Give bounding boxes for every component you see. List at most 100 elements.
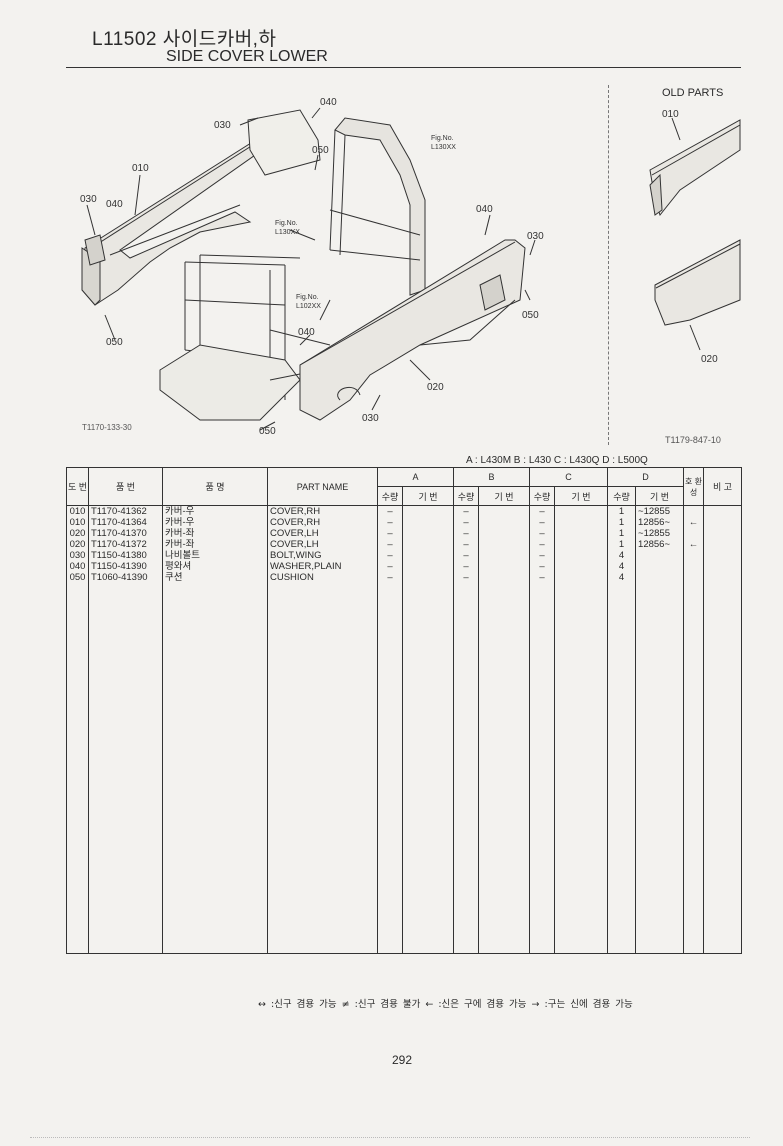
fig-ref-label: Fig.No.	[296, 294, 319, 301]
cell-compat: ←	[683, 539, 705, 550]
col-header-serial: 기 번	[401, 486, 455, 506]
callout-050: 050	[106, 337, 123, 348]
cell-name: BOLT,WING	[267, 550, 378, 561]
col-header-model-b: B	[453, 467, 531, 487]
cell-a-qty: –	[377, 561, 403, 572]
cell-a-ser	[401, 528, 455, 539]
fig-ref-number: L130XX	[431, 144, 456, 151]
cell-name-kr: 나비볼트	[162, 550, 268, 561]
callout-040: 040	[106, 199, 123, 210]
cell-c-ser	[554, 539, 609, 550]
cell-part-no: T1170-41362	[88, 505, 163, 517]
cell-remarks	[703, 550, 743, 561]
cell-name: COVER,LH	[267, 528, 378, 539]
cell-no: 050	[66, 572, 89, 583]
cell-c-qty: –	[529, 517, 556, 528]
cell-d-ser	[635, 561, 685, 572]
col-header-qty: 수량	[607, 486, 637, 506]
fig-ref-number: L102XX	[296, 303, 321, 310]
cell-d-qty: 1	[607, 539, 637, 550]
cell-c-ser	[554, 550, 609, 561]
callout-040: 040	[298, 327, 315, 338]
cell-c-qty: –	[529, 505, 556, 517]
col-header-part-name-kr: 품 명	[162, 467, 268, 506]
cell-remarks	[703, 528, 743, 539]
col-header-qty: 수량	[529, 486, 556, 506]
cell-a-qty: –	[377, 517, 403, 528]
cell-b-ser	[478, 539, 531, 550]
title-divider	[66, 67, 741, 68]
cell-c-ser	[554, 561, 609, 572]
cell-d-ser: ~12855	[635, 505, 685, 517]
cell-d-ser	[635, 572, 685, 583]
cell-compat	[683, 550, 705, 561]
col-header-no: 도 번	[66, 467, 89, 506]
cell-b-ser	[478, 528, 531, 539]
cell-a-ser	[401, 550, 455, 561]
cell-d-ser: 12856~	[635, 539, 685, 550]
callout-040: 040	[320, 97, 337, 108]
exploded-parts-diagram: 010 030 040 050 030 040 050 040 030 050 …	[80, 97, 741, 437]
cell-c-qty: –	[529, 561, 556, 572]
callout-030: 030	[527, 231, 544, 242]
cell-part-no: T1150-41390	[88, 561, 163, 572]
cell-a-qty: –	[377, 539, 403, 550]
page-number: 292	[392, 1053, 413, 1067]
cell-c-qty: –	[529, 550, 556, 561]
cell-name-kr: 카버-좌	[162, 528, 268, 539]
cell-part-no: T1170-41372	[88, 539, 163, 550]
fig-ref-label: Fig.No.	[275, 220, 298, 227]
callout-030: 030	[80, 194, 97, 205]
bottom-divider	[30, 1137, 750, 1139]
cell-name: CUSHION	[267, 572, 378, 583]
old-parts-divider	[608, 85, 609, 445]
cell-a-ser	[401, 561, 455, 572]
cell-remarks	[703, 561, 743, 572]
cell-b-qty: –	[453, 505, 480, 517]
cell-c-qty: –	[529, 539, 556, 550]
page-code-title: L11502 사이드카버,하	[92, 29, 277, 50]
callout-020: 020	[427, 382, 444, 393]
cell-b-ser	[478, 505, 531, 517]
cell-no: 020	[66, 539, 89, 550]
col-header-model-d: D	[607, 467, 685, 487]
cell-remarks	[703, 517, 743, 528]
cell-no: 040	[66, 561, 89, 572]
callout-050: 050	[259, 426, 276, 437]
callout-050: 050	[312, 145, 329, 156]
callout-040: 040	[476, 204, 493, 215]
cell-no: 020	[66, 528, 89, 539]
cell-d-ser: ~12855	[635, 528, 685, 539]
cell-no: 010	[66, 505, 89, 517]
model-legend: A : L430M B : L430 C : L430Q D : L500Q	[466, 455, 648, 466]
cell-part-no: T1060-41390	[88, 572, 163, 583]
fig-ref-label: Fig.No.	[431, 135, 454, 142]
callout-030: 030	[362, 413, 379, 424]
cell-name: WASHER,PLAIN	[267, 561, 378, 572]
cell-remarks	[703, 505, 743, 517]
cell-c-ser	[554, 528, 609, 539]
callout-010: 010	[132, 163, 149, 174]
cell-name-kr: 카버-좌	[162, 539, 268, 550]
cell-name-kr: 카버-우	[162, 505, 268, 517]
cell-c-ser	[554, 572, 609, 583]
cell-a-ser	[401, 517, 455, 528]
cell-name-kr: 카버-우	[162, 517, 268, 528]
cell-part-no: T1170-41364	[88, 517, 163, 528]
cell-d-ser: 12856~	[635, 517, 685, 528]
col-header-part-name: PART NAME	[267, 467, 378, 506]
cell-no: 030	[66, 550, 89, 561]
cell-compat	[683, 528, 705, 539]
cell-compat	[683, 505, 705, 517]
col-header-serial: 기 번	[554, 486, 609, 506]
cell-name-kr: 평와셔	[162, 561, 268, 572]
cell-c-qty: –	[529, 572, 556, 583]
table-filler	[66, 583, 743, 954]
cell-b-qty: –	[453, 517, 480, 528]
col-header-qty: 수량	[453, 486, 480, 506]
cell-b-qty: –	[453, 528, 480, 539]
cell-a-qty: –	[377, 572, 403, 583]
